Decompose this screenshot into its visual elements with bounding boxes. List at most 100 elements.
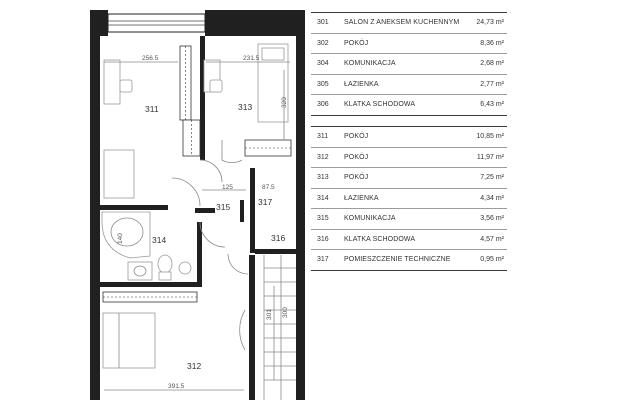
- chair-311: [119, 79, 133, 93]
- north-east-wall-block: [205, 10, 305, 36]
- legend-row: 313 POKÓJ 7,25 m²: [311, 168, 507, 189]
- floor-drain: [178, 261, 192, 275]
- room-number: 315: [317, 215, 329, 222]
- west-exterior-wall: [90, 10, 100, 400]
- room-name: POKÓJ: [344, 153, 369, 161]
- wall-314-312: [100, 282, 200, 287]
- dimension-label: 87.5: [262, 184, 275, 191]
- room-number: 317: [317, 256, 329, 263]
- room-number: 314: [317, 194, 329, 202]
- wall-314-east: [197, 222, 202, 287]
- room-name: KLATKA SCHODOWA: [344, 101, 416, 108]
- roof-edge: [250, 10, 300, 13]
- dimension-label: 320: [281, 97, 288, 108]
- legend-row: 315 KOMUNIKACJA 3,56 m²: [311, 209, 507, 230]
- room-area: 6,43 m²: [480, 101, 504, 108]
- legend-row: 301 SALON Z ANEKSEM KUCHENNYM 24,73 m²: [311, 13, 507, 34]
- room-name: KOMUNIKACJA: [344, 60, 396, 67]
- room-name: POKÓJ: [344, 39, 369, 47]
- wardrobe-313: [244, 139, 292, 157]
- room-area: 4,34 m²: [480, 194, 504, 202]
- legend-row: 312 POKÓJ 11,97 m²: [311, 148, 507, 168]
- room-number: 306: [317, 101, 329, 108]
- room-area: 3,56 m²: [480, 215, 504, 222]
- room-label-312: 312: [187, 361, 201, 371]
- room-label-315: 315: [216, 202, 230, 212]
- legend-row: 305 ŁAZIENKA 2,77 m²: [311, 75, 507, 95]
- room-area: 11,97 m²: [476, 153, 504, 161]
- room-name: ŁAZIENKA: [344, 194, 379, 202]
- legend-row: 302 POKÓJ 8,36 m²: [311, 34, 507, 54]
- chair-313: [209, 79, 223, 93]
- legend-row: 304 KOMUNIKACJA 2,68 m²: [311, 54, 507, 75]
- room-area: 4,57 m²: [480, 235, 504, 243]
- room-area: 2,68 m²: [480, 60, 504, 67]
- door-swing-316: [227, 253, 249, 275]
- room-number: 312: [317, 153, 329, 161]
- dimension-label: 391.5: [168, 383, 185, 390]
- legend-row: 311 POKÓJ 10,85 m²: [311, 127, 507, 148]
- room-number: 302: [317, 39, 329, 47]
- wall-315-316: [250, 168, 255, 253]
- east-exterior-wall: [296, 10, 305, 400]
- legend-row: 306 KLATKA SCHODOWA 6,43 m²: [311, 95, 507, 116]
- room-label-314: 314: [152, 235, 166, 245]
- door-swing-314: [199, 221, 226, 248]
- room-name: POKÓJ: [344, 174, 369, 181]
- room-label-317: 317: [258, 197, 272, 207]
- room-area: 0,95 m²: [480, 256, 504, 263]
- room-name: ŁAZIENKA: [344, 80, 379, 88]
- room-name: KLATKA SCHODOWA: [344, 235, 416, 243]
- room-legend-table-lower: 311 POKÓJ 10,85 m² 312 POKÓJ 11,97 m² 31…: [311, 126, 507, 271]
- room-area: 8,36 m²: [480, 39, 504, 47]
- door-swing-312: [239, 309, 246, 351]
- room-number: 313: [317, 174, 329, 181]
- room-name: POMIESZCZENIE TECHNICZNE: [344, 256, 451, 263]
- desk-311: [103, 59, 121, 105]
- dimension-label: 125: [222, 184, 233, 191]
- sofa-311: [103, 149, 135, 199]
- staircase: [263, 255, 296, 400]
- wall-314-315: [195, 208, 215, 213]
- dimension-label: 231.5: [243, 55, 260, 62]
- north-window: [107, 13, 206, 33]
- wall-311-313: [200, 36, 205, 160]
- dimension-label: 300: [282, 307, 289, 318]
- room-name: POKÓJ: [344, 133, 369, 140]
- dimension-label: 301: [266, 309, 273, 320]
- room-label-311: 311: [145, 104, 159, 114]
- room-area: 7,25 m²: [480, 174, 504, 181]
- legend-row: 316 KLATKA SCHODOWA 4,57 m²: [311, 230, 507, 250]
- wall-316-stairs: [255, 249, 296, 254]
- floor-plan-drawing: 311 312 313 314 315 316 317 256.5 231.5 …: [90, 10, 305, 400]
- washbasin: [127, 261, 153, 281]
- room-number: 304: [317, 60, 329, 67]
- room-label-316: 316: [271, 233, 285, 243]
- room-number: 301: [317, 19, 329, 26]
- toilet: [157, 254, 173, 274]
- door-swing-315: [171, 177, 201, 207]
- wall-stairwell-west: [249, 255, 255, 400]
- room-number: 305: [317, 80, 329, 88]
- wall-stub-315: [240, 200, 244, 222]
- room-number: 311: [317, 133, 329, 140]
- legend-row: 314 ŁAZIENKA 4,34 m²: [311, 189, 507, 209]
- wall-311-314: [100, 205, 168, 210]
- room-label-313: 313: [238, 102, 252, 112]
- bed-312: [102, 312, 156, 369]
- dimension-label: 256.5: [142, 55, 159, 62]
- room-area: 10,85 m²: [476, 133, 504, 140]
- room-area: 24,73 m²: [476, 19, 504, 26]
- dimension-label: 140: [117, 233, 124, 244]
- room-area: 2,77 m²: [480, 80, 504, 88]
- room-number: 316: [317, 235, 329, 243]
- door-swing-313: [221, 140, 243, 164]
- room-legend-table-upper: 301 SALON Z ANEKSEM KUCHENNYM 24,73 m² 3…: [311, 12, 507, 116]
- door-swing-311: [199, 159, 223, 183]
- legend-row: 317 POMIESZCZENIE TECHNICZNE 0,95 m²: [311, 250, 507, 271]
- wardrobe-312: [102, 291, 198, 303]
- room-name: SALON Z ANEKSEM KUCHENNYM: [344, 19, 460, 26]
- north-west-wall-block: [90, 10, 108, 36]
- room-name: KOMUNIKACJA: [344, 215, 396, 222]
